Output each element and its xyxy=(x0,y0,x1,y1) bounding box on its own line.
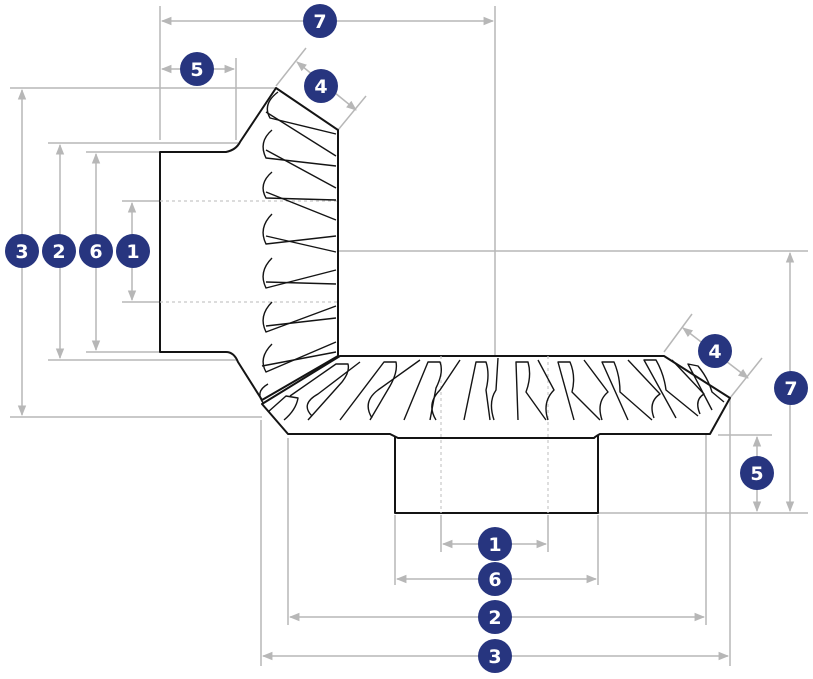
badge-2-bottom: 2 xyxy=(478,600,512,634)
gear-body xyxy=(261,355,731,439)
pinion-gear xyxy=(159,87,340,405)
ring-gear xyxy=(261,355,731,514)
badge-5-top: 5 xyxy=(180,52,214,86)
svg-text:4: 4 xyxy=(314,76,327,98)
svg-text:3: 3 xyxy=(488,646,501,668)
svg-text:5: 5 xyxy=(190,59,203,81)
svg-text:7: 7 xyxy=(313,11,326,33)
badge-3-bottom: 3 xyxy=(478,639,512,673)
svg-text:6: 6 xyxy=(488,569,501,591)
badge-4-right: 4 xyxy=(698,334,732,368)
badge-7-right: 7 xyxy=(774,371,808,405)
badge-6-bottom: 6 xyxy=(478,562,512,596)
badge-7-top: 7 xyxy=(303,4,337,38)
gear-hub xyxy=(394,435,599,514)
badge-5-right: 5 xyxy=(740,456,774,490)
svg-text:3: 3 xyxy=(15,241,28,263)
extension-lines xyxy=(10,6,808,666)
svg-text:6: 6 xyxy=(89,241,102,263)
svg-text:5: 5 xyxy=(750,463,763,485)
svg-text:1: 1 xyxy=(488,534,501,556)
gear-teeth xyxy=(267,357,725,421)
badge-6-left: 6 xyxy=(79,234,113,268)
badge-1-bottom: 1 xyxy=(478,527,512,561)
svg-text:1: 1 xyxy=(126,241,139,263)
badge-1-left: 1 xyxy=(116,234,150,268)
pinion-teeth xyxy=(259,91,337,405)
badge-4-top: 4 xyxy=(304,69,338,103)
svg-text:4: 4 xyxy=(708,341,721,363)
svg-text:7: 7 xyxy=(784,378,797,400)
badge-3-left: 3 xyxy=(5,234,39,268)
svg-text:2: 2 xyxy=(488,607,501,629)
badge-2-left: 2 xyxy=(42,234,76,268)
svg-text:2: 2 xyxy=(52,241,65,263)
